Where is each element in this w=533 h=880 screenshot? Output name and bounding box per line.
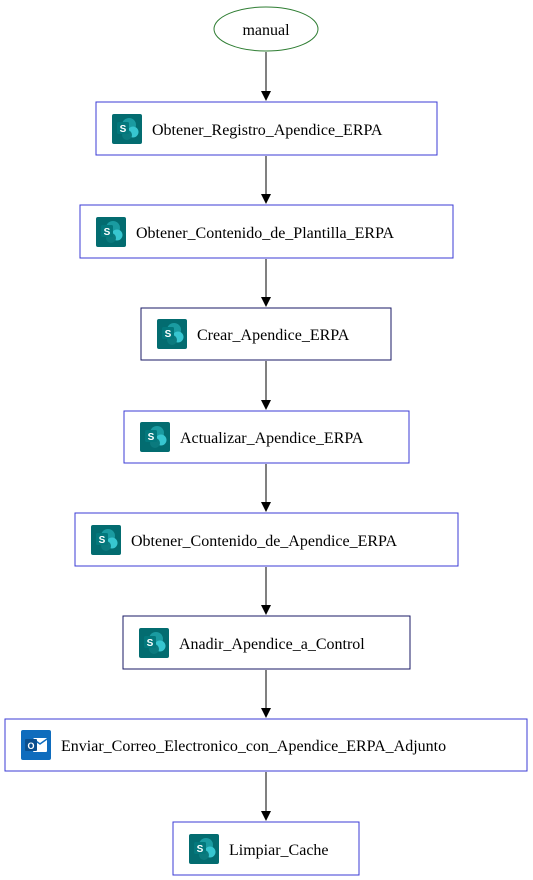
step-label: Crear_Apendice_ERPA <box>197 327 350 344</box>
step-node-5: Obtener_Contenido_de_Apendice_ERPA <box>74 512 459 567</box>
step-label: Limpiar_Cache <box>229 842 329 859</box>
sharepoint-icon <box>139 628 169 658</box>
start-label: manual <box>242 22 290 39</box>
step-node-1: Obtener_Registro_Apendice_ERPA <box>95 101 438 156</box>
step-node-6: Anadir_Apendice_a_Control <box>122 615 411 670</box>
start-node: manual <box>213 6 319 52</box>
step-node-8: Limpiar_Cache <box>172 821 360 876</box>
sharepoint-icon <box>157 319 187 349</box>
step-node-4: Actualizar_Apendice_ERPA <box>123 410 410 464</box>
step-node-7: Enviar_Correo_Electronico_con_Apendice_E… <box>4 718 528 772</box>
step-label: Enviar_Correo_Electronico_con_Apendice_E… <box>61 738 446 755</box>
step-label: Obtener_Contenido_de_Apendice_ERPA <box>131 533 397 550</box>
step-label: Actualizar_Apendice_ERPA <box>180 430 364 447</box>
sharepoint-icon <box>112 114 142 144</box>
step-node-2: Obtener_Contenido_de_Plantilla_ERPA <box>79 204 454 259</box>
sharepoint-icon <box>189 834 219 864</box>
step-label: Obtener_Contenido_de_Plantilla_ERPA <box>136 225 395 242</box>
sharepoint-icon <box>91 525 121 555</box>
step-node-3: Crear_Apendice_ERPA <box>140 307 392 361</box>
sharepoint-icon <box>140 422 170 452</box>
step-label: Obtener_Registro_Apendice_ERPA <box>152 122 383 139</box>
sharepoint-icon <box>96 217 126 247</box>
step-label: Anadir_Apendice_a_Control <box>179 636 365 653</box>
outlook-icon <box>20 729 52 761</box>
